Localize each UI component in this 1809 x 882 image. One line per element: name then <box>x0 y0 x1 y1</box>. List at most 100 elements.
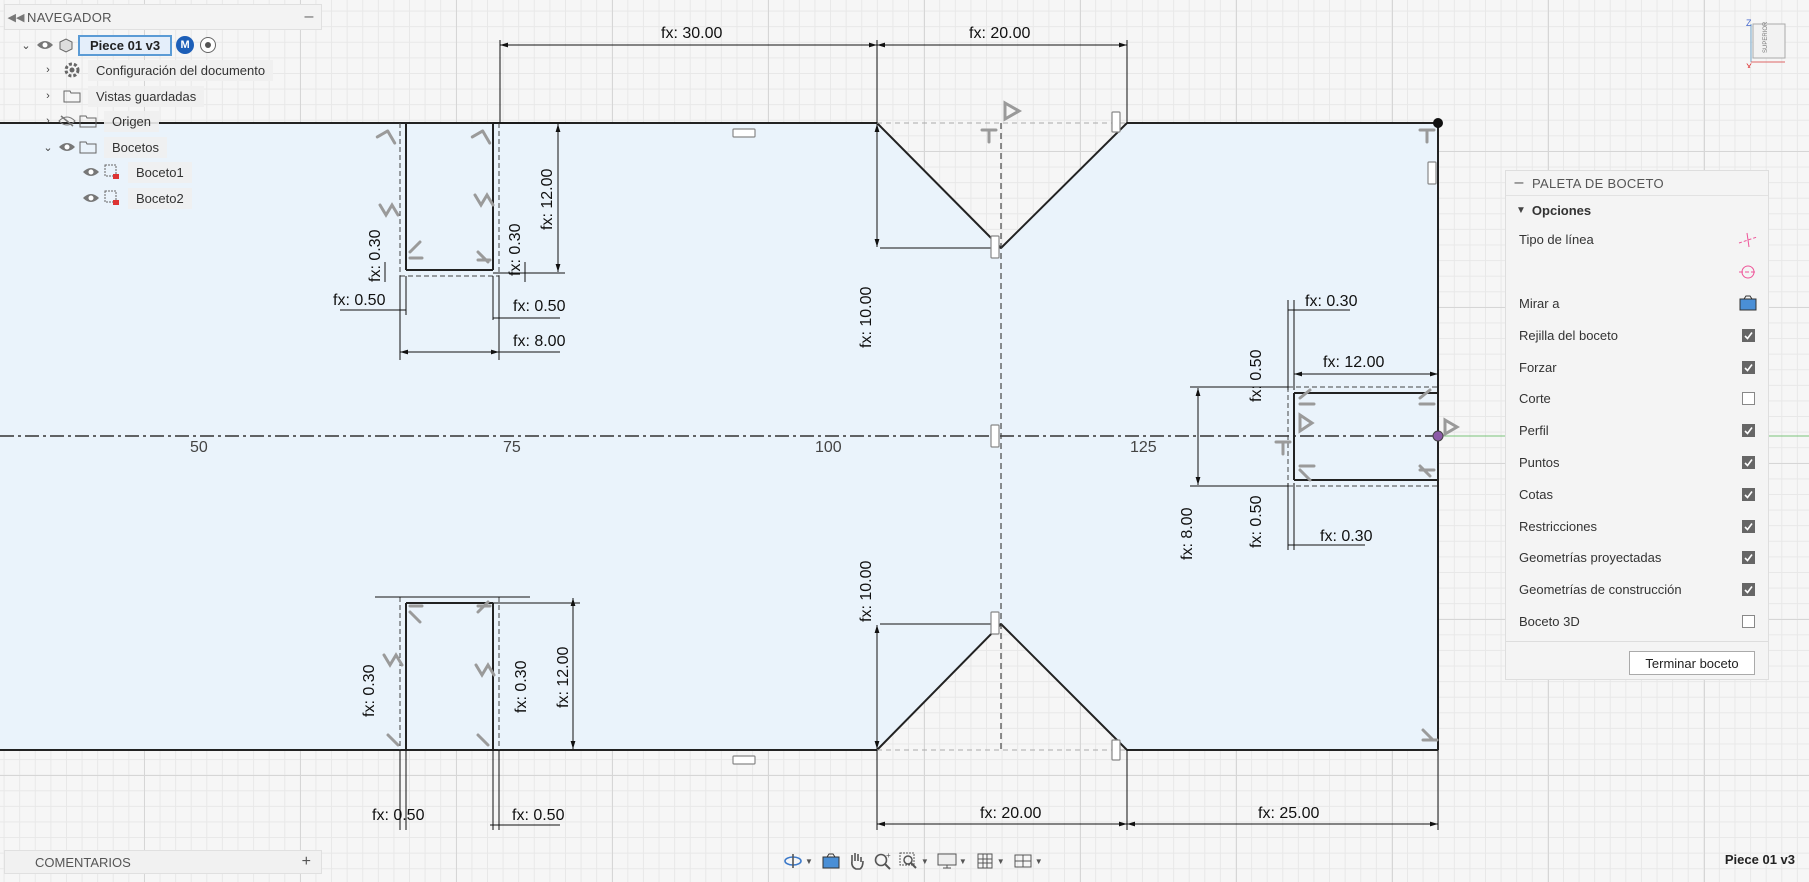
dim-r-12[interactable]: fx: 12.00 <box>1323 354 1384 371</box>
navigation-toolbar: ▼ + ▼ ▼ ▼ ▼ <box>782 848 1046 874</box>
checkbox-slice[interactable] <box>1741 392 1755 406</box>
palette-row-slice: Corte <box>1506 383 1768 415</box>
dimension-glyphs <box>732 111 1437 765</box>
dim-b-v-030-b[interactable]: fx: 0.30 <box>513 660 530 713</box>
row-label: Boceto 3D <box>1519 613 1580 629</box>
triangle-down-icon[interactable]: ▼ <box>1516 204 1526 216</box>
dim-r-800[interactable]: fx: 8.00 <box>1179 507 1196 560</box>
sketch-origin-point[interactable] <box>1432 430 1444 442</box>
dimension-labels[interactable]: fx: 30.00 fx: 20.00 fx: 12.00 fx: 0.30 f… <box>333 25 1384 824</box>
minimize-icon[interactable]: – <box>304 8 314 25</box>
sketch-lock-icon <box>102 163 122 181</box>
checkbox-3d-sketch[interactable] <box>1741 614 1755 628</box>
caret-down-icon[interactable]: ▼ <box>996 856 1005 866</box>
tree-item-sketches[interactable]: ⌄ Bocetos <box>40 135 167 159</box>
tree-item-document-settings[interactable]: › Configuración del documento <box>40 58 274 82</box>
caret-down-icon[interactable]: ▼ <box>958 856 967 866</box>
minimize-icon[interactable]: – <box>1514 174 1524 191</box>
dim-v-10-top[interactable]: fx: 10.00 <box>858 287 875 348</box>
caret-down-icon[interactable]: ▼ <box>805 856 813 866</box>
tree-item-origin[interactable]: › Origen <box>40 109 160 133</box>
caret-down-icon[interactable]: ▼ <box>920 856 929 866</box>
eye-icon[interactable] <box>34 38 56 52</box>
dim-bot-25[interactable]: fx: 25.00 <box>1258 805 1319 822</box>
dim-b-v-12[interactable]: fx: 12.00 <box>555 647 572 708</box>
display-settings-icon[interactable] <box>936 850 958 872</box>
look-at-icon[interactable] <box>1728 294 1768 312</box>
row-label: Restricciones <box>1519 518 1598 534</box>
folder-icon <box>78 138 98 156</box>
zoom-window-icon[interactable] <box>898 850 920 872</box>
chevron-right-icon[interactable]: › <box>46 64 50 76</box>
checkbox-profile[interactable] <box>1741 424 1755 438</box>
eye-icon[interactable] <box>80 191 102 205</box>
dim-bot-20[interactable]: fx: 20.00 <box>980 805 1041 822</box>
dim-r-050-bot[interactable]: fx: 0.50 <box>1248 495 1265 548</box>
dim-b-050-a[interactable]: fx: 0.50 <box>372 807 425 824</box>
zoom-icon[interactable]: + <box>872 850 894 872</box>
tree-item-sketch2[interactable]: Boceto2 <box>80 186 192 210</box>
checkbox-projected[interactable] <box>1741 551 1755 565</box>
dim-r-030-top[interactable]: fx: 0.30 <box>1305 293 1358 310</box>
gear-icon <box>62 61 82 79</box>
checkbox-snap[interactable] <box>1741 360 1755 374</box>
dim-b-050-b[interactable]: fx: 0.50 <box>512 807 565 824</box>
caret-down-icon[interactable]: ▼ <box>1034 856 1043 866</box>
sketch-point-corner[interactable] <box>1433 118 1443 128</box>
viewcube[interactable]: Z X SUPERIOR <box>1745 18 1795 68</box>
document-name[interactable]: Piece 01 v3 <box>78 34 173 56</box>
palette-title: PALETA DE BOCETO <box>1532 175 1664 191</box>
checkbox-construction[interactable] <box>1741 583 1755 597</box>
checkbox-constraints[interactable] <box>1741 519 1755 533</box>
palette-row-construction: Geometrías de construcción <box>1506 574 1768 606</box>
dim-v-030-a[interactable]: fx: 0.30 <box>367 229 384 282</box>
eye-icon[interactable] <box>80 165 102 179</box>
collapse-panel-icon[interactable]: ◀◀ <box>7 11 25 24</box>
grid-settings-icon[interactable] <box>974 850 996 872</box>
checkbox-dimensions[interactable] <box>1741 487 1755 501</box>
dim-r-030-bot[interactable]: fx: 0.30 <box>1320 528 1373 545</box>
dim-v-030-b[interactable]: fx: 0.30 <box>507 223 524 276</box>
add-comment-icon[interactable]: + <box>301 853 311 870</box>
finish-sketch-button[interactable]: Terminar boceto <box>1629 651 1755 675</box>
axis-tick-75: 75 <box>503 439 521 456</box>
chevron-down-icon[interactable]: ⌄ <box>21 39 31 52</box>
dim-r-050-top[interactable]: fx: 0.50 <box>1248 349 1265 402</box>
dim-v-12-top[interactable]: fx: 12.00 <box>539 169 556 230</box>
comments-panel[interactable]: COMENTARIOS + <box>4 850 322 874</box>
navigator-title: NAVEGADOR <box>27 9 112 25</box>
checkbox-points[interactable] <box>1741 455 1755 469</box>
dim-v-10-bot[interactable]: fx: 10.00 <box>858 561 875 622</box>
construction-line-icon[interactable] <box>1728 231 1768 249</box>
palette-options-section[interactable]: ▼ Opciones <box>1506 196 1768 224</box>
dim-b-v-030-a[interactable]: fx: 0.30 <box>361 664 378 717</box>
dim-top-20[interactable]: fx: 20.00 <box>969 25 1030 42</box>
viewports-icon[interactable] <box>1012 850 1034 872</box>
dim-h-050-b[interactable]: fx: 0.50 <box>513 298 566 315</box>
dim-h-800[interactable]: fx: 8.00 <box>513 333 566 350</box>
eye-icon[interactable] <box>56 140 78 154</box>
slot-top-left <box>405 123 494 271</box>
chevron-right-icon[interactable]: › <box>46 90 50 102</box>
checkbox-grid[interactable] <box>1741 328 1755 342</box>
folder-icon <box>78 112 98 130</box>
row-label: Puntos <box>1519 454 1560 470</box>
activate-radio-icon[interactable] <box>200 37 217 53</box>
centerline-icon[interactable] <box>1728 263 1768 281</box>
chevron-down-icon[interactable]: ⌄ <box>43 141 53 154</box>
tree-root-document[interactable]: ⌄ Piece 01 v3 M <box>18 33 217 57</box>
row-label: Rejilla del boceto <box>1519 327 1619 343</box>
pan-hand-icon[interactable] <box>846 850 868 872</box>
palette-row-snap: Forzar <box>1506 351 1768 383</box>
tree-item-saved-views[interactable]: › Vistas guardadas <box>40 84 205 108</box>
palette-row-profile: Perfil <box>1506 415 1768 447</box>
look-at-icon[interactable] <box>820 850 842 872</box>
dim-h-050-a[interactable]: fx: 0.50 <box>333 292 386 309</box>
tree-item-sketch1[interactable]: Boceto1 <box>80 160 192 184</box>
palette-header[interactable]: – PALETA DE BOCETO <box>1506 171 1768 196</box>
eye-hidden-icon[interactable] <box>56 114 78 128</box>
chevron-right-icon[interactable]: › <box>46 115 50 127</box>
dim-top-30[interactable]: fx: 30.00 <box>661 25 722 42</box>
orbit-icon[interactable] <box>782 850 804 872</box>
